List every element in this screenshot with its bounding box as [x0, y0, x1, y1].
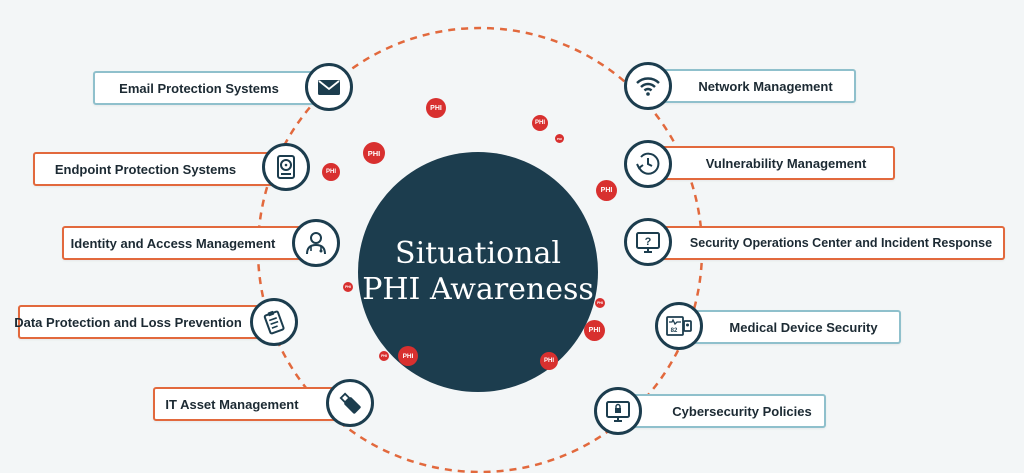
label-text: Identity and Access Management [70, 235, 276, 251]
hub-title-line2: PHI Awareness [362, 272, 594, 307]
phi-dot: PHI [532, 115, 548, 131]
phi-dot: PHI [555, 134, 564, 143]
monitor-lock-icon [594, 387, 642, 435]
label-cybersecurity-policies: Cybersecurity Policies [628, 394, 826, 428]
label-text: Cybersecurity Policies [672, 403, 812, 419]
hub-title-line1: Situational [395, 236, 561, 271]
label-endpoint-protection-systems: Endpoint Protection Systems [33, 152, 288, 186]
hard-drive-icon [262, 143, 310, 191]
clock-refresh-icon [624, 140, 672, 188]
clipboard-icon [250, 298, 298, 346]
phi-dot: PHI [343, 282, 353, 292]
phi-dot: PHI [363, 142, 385, 164]
label-text: Security Operations Center and Incident … [689, 236, 993, 250]
label-text: Data Protection and Loss Prevention [14, 314, 242, 330]
label-identity-access-management: Identity and Access Management [62, 226, 314, 260]
svg-text:82: 82 [671, 328, 678, 334]
monitor-question-icon: ? [624, 218, 672, 266]
phi-dot: PHI [379, 351, 389, 361]
label-text: Medical Device Security [729, 319, 878, 335]
envelope-icon [305, 63, 353, 111]
label-text: IT Asset Management [165, 396, 299, 412]
phi-dot: PHI [540, 352, 558, 370]
label-text: Endpoint Protection Systems [54, 161, 237, 177]
label-text: Email Protection Systems [119, 80, 279, 96]
label-text: Vulnerability Management [705, 155, 867, 171]
label-email-protection-systems: Email Protection Systems [93, 71, 335, 105]
phi-dot: PHI [595, 298, 605, 308]
phi-dot: PHI [398, 346, 418, 366]
label-it-asset-management: IT Asset Management [153, 387, 341, 421]
phi-dot: PHI [426, 98, 446, 118]
phi-dot: PHI [596, 180, 617, 201]
label-medical-device-security: Medical Device Security [676, 310, 901, 344]
svg-text:?: ? [645, 236, 652, 248]
label-network-management: Network Management [645, 69, 856, 103]
label-text: Network Management [698, 78, 833, 94]
label-vulnerability-management: Vulnerability Management [647, 146, 895, 180]
medical-monitor-icon: 82 [655, 302, 703, 350]
label-data-protection-loss-prevention: Data Protection and Loss Prevention [14, 305, 268, 339]
wifi-icon [624, 62, 672, 110]
label-soc-incident-response: Security Operations Center and Incident … [647, 226, 1005, 260]
usb-drive-icon [326, 379, 374, 427]
phi-dot: PHI [322, 163, 340, 181]
central-hub: Situational PHI Awareness [358, 152, 598, 392]
doctor-icon [292, 219, 340, 267]
phi-dot: PHI [584, 320, 605, 341]
